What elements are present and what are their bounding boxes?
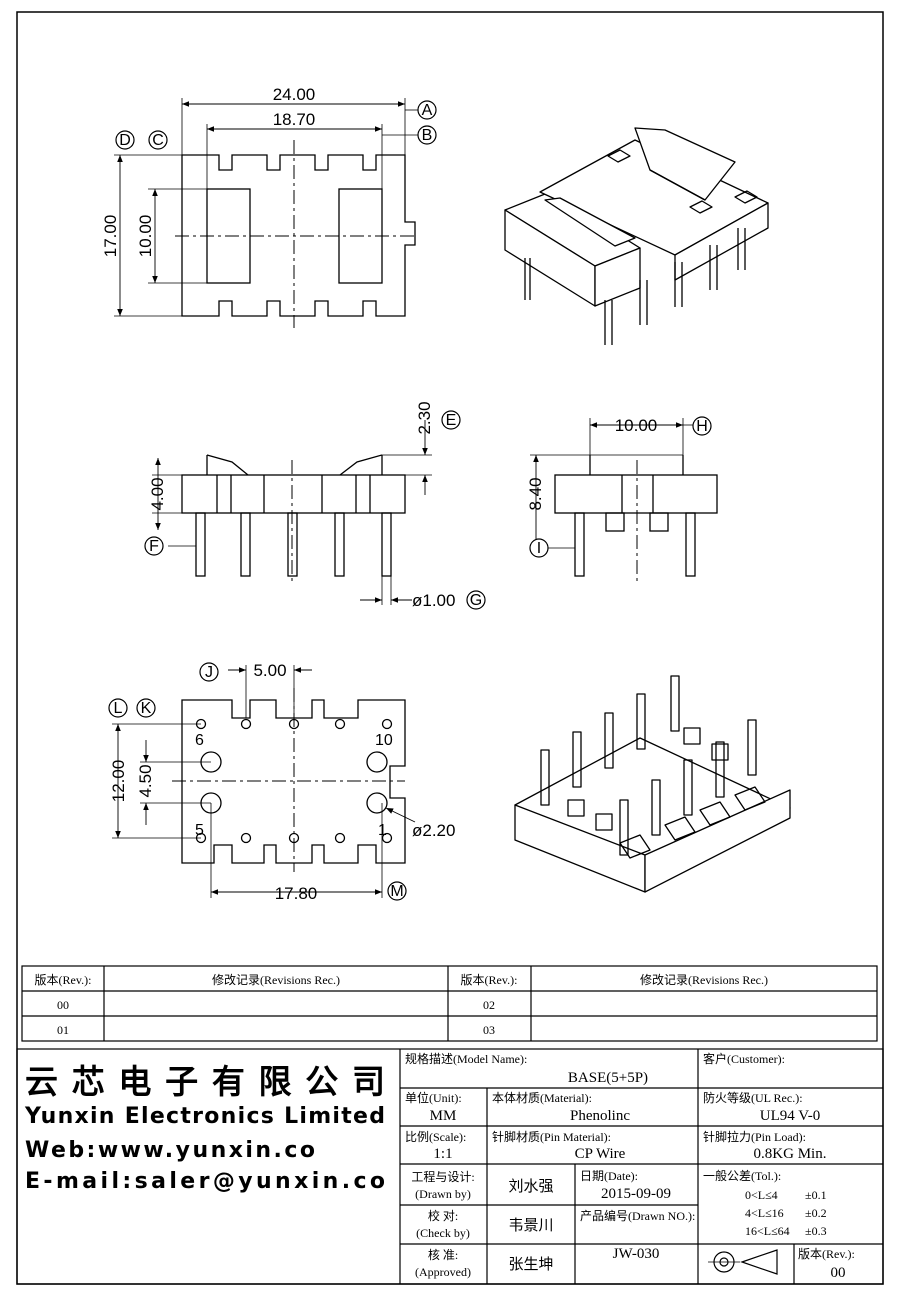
- balloon-d: D: [119, 132, 131, 149]
- rev-row-03: 03: [483, 1023, 495, 1037]
- drawn-value: 刘水强: [508, 1178, 553, 1195]
- date-label: 日期(Date):: [580, 1169, 638, 1183]
- ul-label: 防火等级(UL Rec.):: [703, 1090, 803, 1105]
- balloon-e: E: [446, 412, 457, 429]
- model-value: BASE(5+5P): [568, 1070, 648, 1086]
- end-view: [530, 418, 718, 585]
- unit-label: 单位(Unit):: [405, 1090, 462, 1105]
- rev-row-01: 01: [57, 1023, 69, 1037]
- balloon-c: C: [152, 132, 164, 149]
- check-value: 韦景川: [508, 1217, 553, 1234]
- title-block: [16, 1048, 884, 1285]
- dim-hole-diameter: ø2.20: [412, 821, 455, 840]
- revision-table: [21, 965, 878, 1042]
- check-label-en: (Check by): [416, 1226, 470, 1240]
- balloon-j: J: [205, 664, 213, 681]
- dim-row-span: 12.00: [109, 760, 128, 803]
- dim-top-width: 24.00: [273, 85, 316, 104]
- pin-number-10: 10: [375, 732, 393, 749]
- bottom-view: [112, 665, 416, 898]
- dim-end-width: 10.00: [615, 416, 658, 435]
- balloon-k: K: [141, 700, 152, 717]
- material-value: Phenolinc: [570, 1108, 630, 1124]
- rec-header-left: 修改记录(Revisions Rec.): [212, 972, 340, 987]
- iso-view-bottom: [514, 675, 791, 893]
- pin-load-label: 针脚拉力(Pin Load):: [703, 1129, 806, 1144]
- rec-header-right: 修改记录(Revisions Rec.): [640, 972, 768, 987]
- rev-label: 版本(Rev.):: [798, 1247, 855, 1261]
- tol-value-2: ±0.2: [805, 1206, 827, 1220]
- dim-top-height: 17.00: [101, 215, 120, 258]
- dim-col-span: 17.80: [275, 884, 318, 903]
- drawn-label-en: (Drawn by): [415, 1187, 471, 1201]
- check-label: 校 对:: [428, 1208, 458, 1223]
- ul-value: UL94 V-0: [760, 1108, 820, 1124]
- side-view: [152, 420, 432, 605]
- balloons: [108, 100, 712, 901]
- company-web: Web:www.yunxin.co: [25, 1138, 315, 1163]
- dim-side-flange: 2.30: [415, 401, 434, 434]
- tol-range-2: 4<L≤16: [745, 1206, 784, 1220]
- unit-value: MM: [430, 1108, 457, 1124]
- rev-header-left: 版本(Rev.):: [35, 973, 92, 987]
- company-name-cn: 云芯电子有限公司: [25, 1062, 385, 1101]
- dim-side-height: 4.00: [148, 477, 167, 510]
- rev-row-02: 02: [483, 998, 495, 1012]
- tol-range-3: 16<L≤64: [745, 1224, 790, 1238]
- rev-row-00: 00: [57, 998, 69, 1012]
- pin-material-label: 针脚材质(Pin Material):: [492, 1129, 611, 1144]
- tol-range-1: 0<L≤4: [745, 1188, 778, 1202]
- pin-number-5: 5: [195, 822, 204, 839]
- material-label: 本体材质(Material):: [492, 1091, 592, 1105]
- tol-value-1: ±0.1: [805, 1188, 827, 1202]
- top-view: [114, 98, 418, 328]
- scale-value: 1:1: [433, 1146, 452, 1162]
- balloon-f: F: [149, 538, 159, 555]
- balloon-h: H: [696, 418, 708, 435]
- balloon-g: G: [470, 592, 482, 609]
- balloon-l: L: [114, 700, 123, 717]
- dim-pin-pitch: 5.00: [253, 661, 286, 680]
- drawn-no-value: JW-030: [613, 1246, 660, 1262]
- date-value: 2015-09-09: [601, 1186, 671, 1202]
- pin-number-1: 1: [378, 822, 387, 839]
- dim-top-inner: 18.70: [273, 110, 316, 129]
- model-label: 规格描述(Model Name):: [405, 1051, 527, 1066]
- dim-row-inner: 4.50: [136, 764, 155, 797]
- company-name-en: Yunxin Electronics Limited: [24, 1104, 385, 1129]
- balloon-a: A: [422, 102, 433, 119]
- dim-end-height: 8.40: [526, 477, 545, 510]
- dim-top-window: 10.00: [136, 215, 155, 258]
- balloon-m: M: [390, 883, 403, 900]
- balloon-b: B: [422, 127, 433, 144]
- scale-label: 比例(Scale):: [405, 1130, 466, 1144]
- approved-label: 核 准:: [428, 1248, 458, 1262]
- pin-material-value: CP Wire: [575, 1146, 626, 1162]
- pin-load-value: 0.8KG Min.: [754, 1146, 827, 1162]
- tol-value-3: ±0.3: [805, 1224, 827, 1238]
- iso-view-top: [504, 127, 769, 345]
- drawn-no-label: 产品编号(Drawn NO.):: [580, 1208, 695, 1223]
- drawn-label: 工程与设计:: [411, 1169, 474, 1184]
- rev-header-right: 版本(Rev.):: [461, 973, 518, 987]
- tol-label: 一般公差(Tol.):: [703, 1168, 781, 1183]
- dim-pin-diameter: ø1.00: [412, 591, 455, 610]
- pin-number-6: 6: [195, 732, 204, 749]
- rev-value: 00: [831, 1265, 846, 1281]
- approved-value: 张生坤: [508, 1256, 553, 1273]
- approved-label-en: (Approved): [415, 1265, 471, 1279]
- customer-label: 客户(Customer):: [703, 1051, 785, 1066]
- balloon-i: I: [537, 540, 541, 557]
- company-email: E-mail:saler@yunxin.co: [25, 1169, 385, 1194]
